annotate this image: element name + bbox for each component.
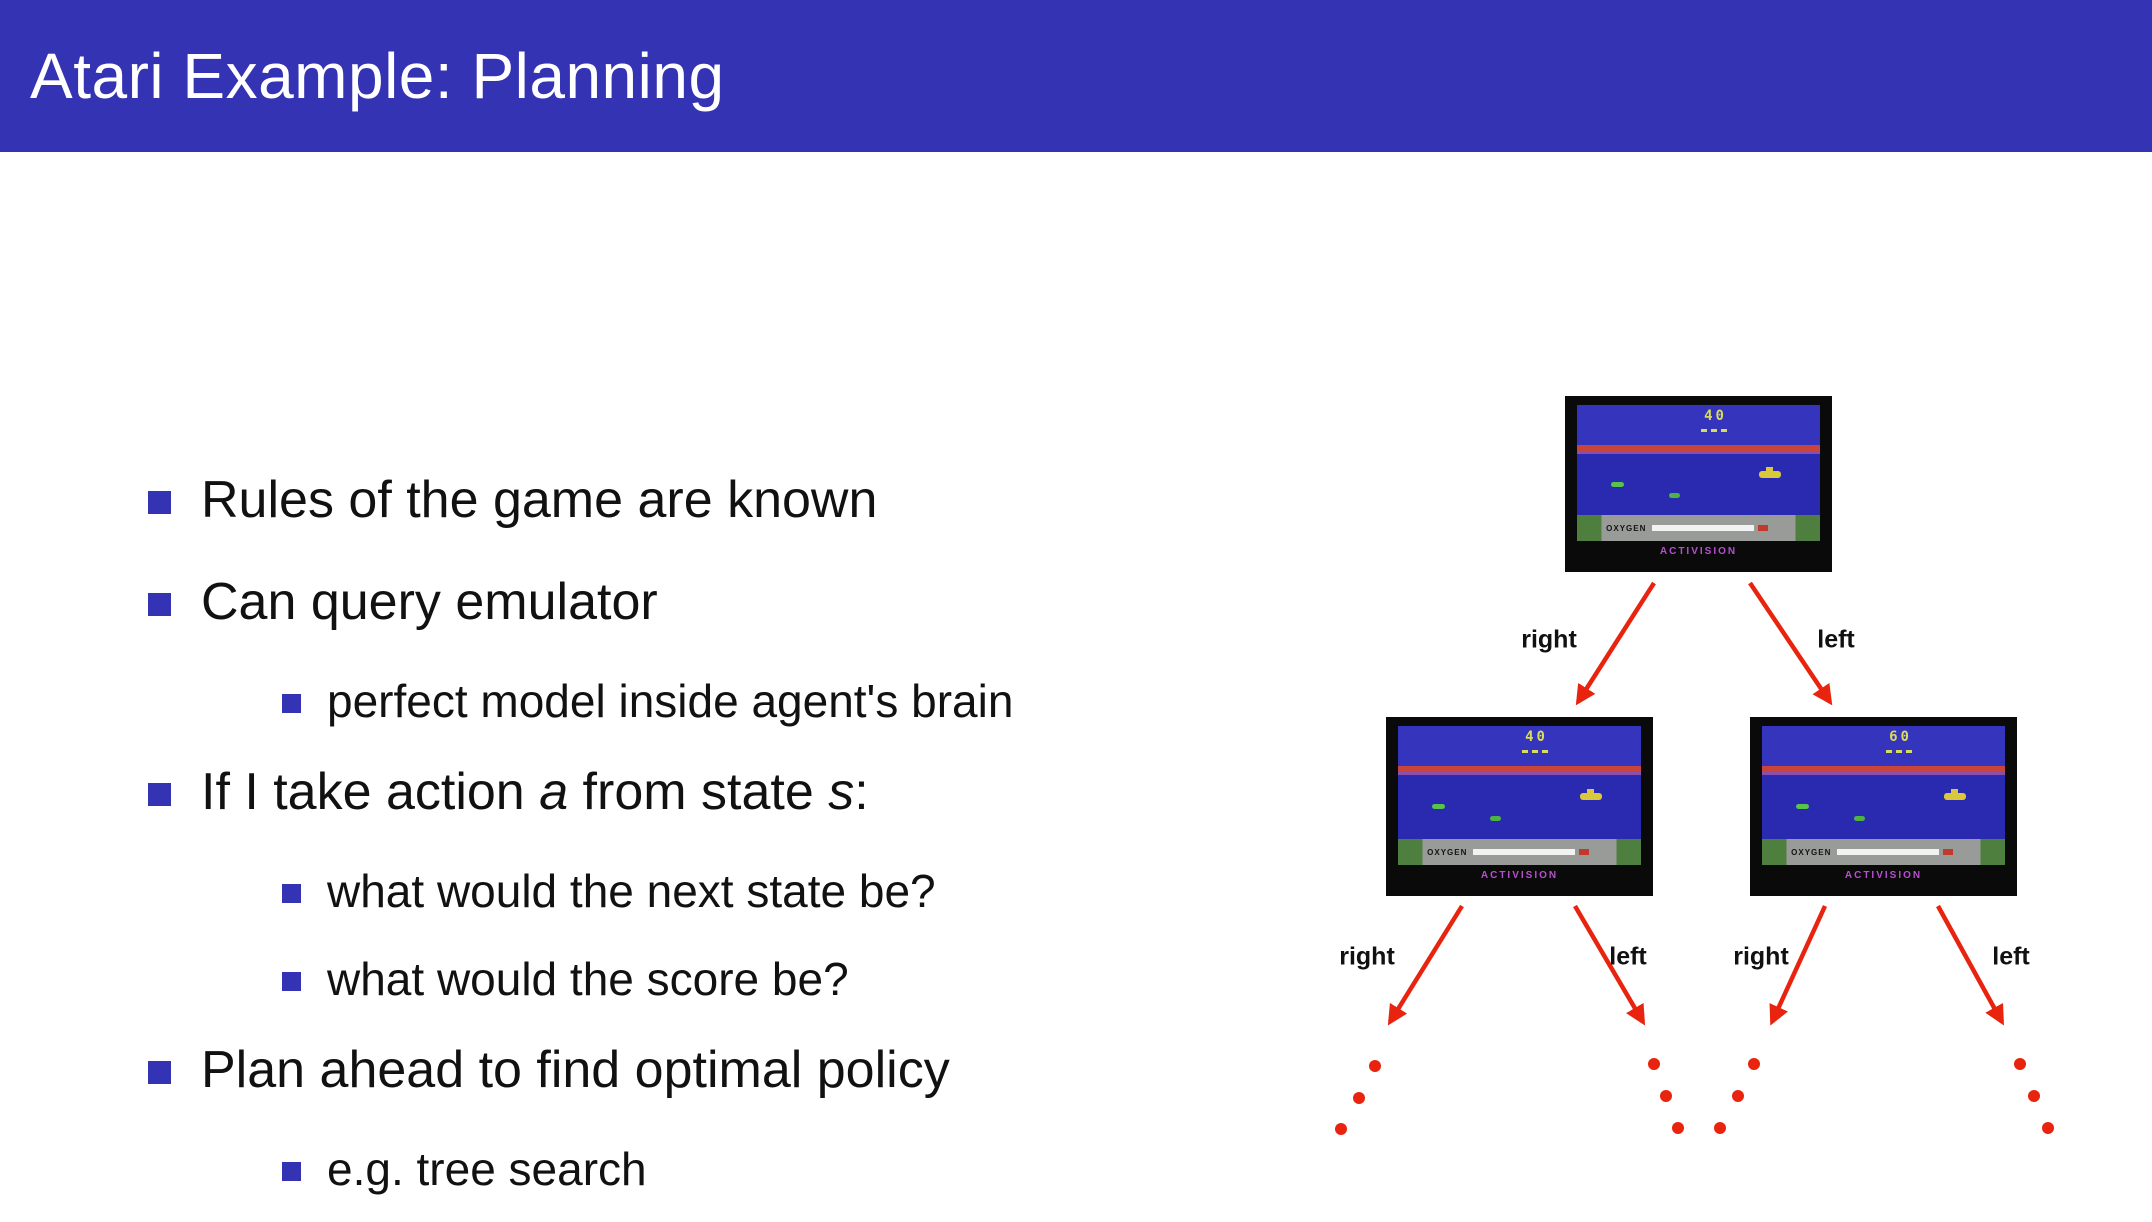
atari-screen-content: 40 OXYGEN ACTIVISION	[1577, 405, 1820, 563]
bullet-item-tree-search: e.g. tree search	[148, 1142, 1378, 1196]
fish-sprite	[1669, 493, 1681, 499]
edge-label-child2-right: right	[1733, 942, 1789, 971]
bullet-list: Rules of the game are known Can query em…	[148, 470, 1378, 1222]
atari-screen-content: 60 OXYGEN ACTIVISION	[1762, 726, 2005, 887]
bullet-item-query-emulator: Can query emulator	[148, 572, 1378, 632]
text-part: If I take action	[201, 763, 540, 821]
activision-logo: ACTIVISION	[1762, 865, 2005, 887]
bullet-square-icon	[282, 693, 301, 713]
atari-surface-line	[1762, 766, 2005, 775]
bullet-square-icon	[148, 490, 171, 514]
atari-sea	[1398, 775, 1641, 839]
bullet-square-icon	[148, 592, 171, 616]
bullet-square-icon	[282, 1161, 301, 1181]
bullet-text: e.g. tree search	[327, 1143, 647, 1195]
bullet-item-rules-known: Rules of the game are known	[148, 470, 1378, 530]
text-part: from state	[568, 763, 829, 821]
oxygen-bar	[1837, 849, 1954, 855]
bullet-item-score: what would the score be?	[148, 952, 1378, 1006]
slide-title: Atari Example: Planning	[30, 40, 725, 112]
atari-screen-root: 40 OXYGEN ACTIVISION	[1565, 396, 1832, 572]
atari-seafloor: OXYGEN	[1398, 839, 1641, 865]
fish-sprite	[1490, 815, 1502, 821]
fish-sprite	[1854, 815, 1866, 821]
atari-score: 40	[1704, 408, 1727, 424]
atari-sky: 60	[1762, 726, 2005, 766]
atari-surface-line	[1398, 766, 1641, 775]
oxygen-label: OXYGEN	[1606, 523, 1647, 533]
atari-lives-ticks	[1700, 429, 1731, 432]
atari-seafloor: OXYGEN	[1577, 515, 1820, 541]
atari-sea	[1577, 454, 1820, 515]
atari-surface-line	[1577, 445, 1820, 454]
oxygen-label: OXYGEN	[1427, 847, 1468, 857]
edge-label-child1-left: left	[1609, 942, 1647, 971]
math-var-a: a	[539, 763, 569, 821]
bullet-text: If I take action a from state s:	[201, 762, 869, 822]
oxygen-bar	[1652, 525, 1769, 531]
bullet-text: Can query emulator	[201, 573, 658, 631]
activision-logo: ACTIVISION	[1398, 865, 1641, 887]
fish-sprite	[1611, 482, 1625, 488]
submarine-sprite	[1944, 788, 1967, 800]
bullet-item-plan-ahead: Plan ahead to find optimal policy	[148, 1040, 1378, 1100]
bullet-text: Rules of the game are known	[201, 471, 878, 529]
atari-screen-left-child: 40 OXYGEN ACTIVISION	[1386, 717, 1653, 896]
atari-sea	[1762, 775, 2005, 839]
atari-lives-ticks	[1885, 750, 1916, 753]
bullet-text: perfect model inside agent's brain	[327, 675, 1014, 727]
bullet-square-icon	[148, 1060, 171, 1084]
bullet-square-icon	[282, 971, 301, 991]
bullet-text: what would the next state be?	[327, 865, 936, 917]
submarine-sprite	[1759, 467, 1782, 479]
fish-sprite	[1432, 804, 1446, 810]
atari-screen-content: 40 OXYGEN ACTIVISION	[1398, 726, 1641, 887]
fish-sprite	[1796, 804, 1810, 810]
oxygen-bar-marker	[1758, 525, 1769, 531]
oxygen-bar-marker	[1943, 849, 1954, 855]
atari-sky: 40	[1577, 405, 1820, 445]
edge-label-root-left: left	[1817, 625, 1855, 654]
activision-logo: ACTIVISION	[1577, 541, 1820, 563]
oxygen-bar-marker	[1579, 849, 1590, 855]
ellipsis-dots	[1335, 1058, 2054, 1135]
atari-score: 40	[1525, 729, 1548, 745]
atari-sky: 40	[1398, 726, 1641, 766]
bullet-item-perfect-model: perfect model inside agent's brain	[148, 674, 1378, 728]
atari-score: 60	[1889, 729, 1912, 745]
slide-title-bar: Atari Example: Planning	[0, 0, 2152, 152]
atari-lives-ticks	[1521, 750, 1552, 753]
oxygen-label: OXYGEN	[1791, 847, 1832, 857]
text-part: :	[854, 763, 869, 821]
atari-seafloor: OXYGEN	[1762, 839, 2005, 865]
oxygen-bar	[1473, 849, 1590, 855]
edge-label-child2-left: left	[1992, 942, 2030, 971]
bullet-text: what would the score be?	[327, 953, 849, 1005]
bullet-item-take-action: If I take action a from state s:	[148, 762, 1378, 822]
atari-screen-right-child: 60 OXYGEN ACTIVISION	[1750, 717, 2017, 896]
bullet-square-icon	[282, 883, 301, 903]
edge-label-root-right: right	[1521, 625, 1577, 654]
bullet-item-next-state: what would the next state be?	[148, 864, 1378, 918]
edge-label-child1-right: right	[1339, 942, 1395, 971]
bullet-square-icon	[148, 782, 171, 806]
math-var-s: s	[828, 763, 855, 821]
submarine-sprite	[1580, 788, 1603, 800]
bullet-text: Plan ahead to find optimal policy	[201, 1041, 950, 1099]
